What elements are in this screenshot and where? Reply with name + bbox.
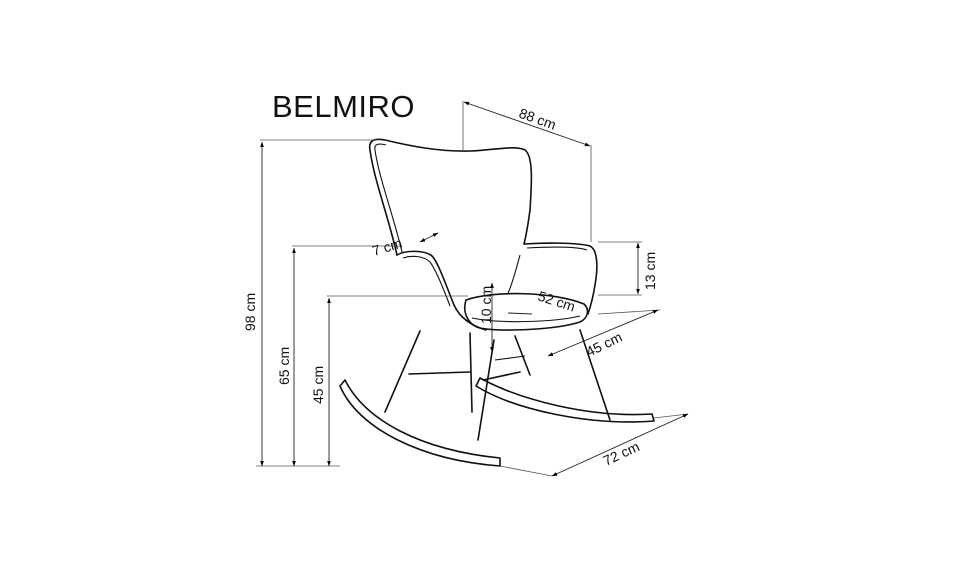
label-seat-thickness: 10 cm: [478, 286, 494, 324]
label-seat-depth: 45 cm: [583, 329, 624, 360]
label-arm-width: 7 cm: [370, 235, 404, 259]
dimension-labels: 88 cm 98 cm 65 cm 45 cm 13 cm 7 cm 52 cm…: [242, 105, 658, 469]
extension-lines: [256, 101, 689, 477]
rocking-chair-drawing: [339, 138, 655, 467]
dim-line-88: [463, 101, 591, 147]
dim-line-72: [551, 413, 689, 477]
chair-left-side-inner: [402, 255, 451, 307]
dimension-lines: [260, 101, 689, 477]
chair-back-outline: [368, 138, 533, 256]
label-width-top: 88 cm: [517, 105, 558, 133]
label-arm-height: 13 cm: [642, 252, 658, 290]
dim-line-45d: [547, 309, 659, 357]
label-depth-base: 72 cm: [601, 438, 642, 469]
product-title: BELMIRO: [272, 89, 415, 124]
chair-rocker-left: [339, 379, 501, 467]
label-height-arm: 65 cm: [276, 347, 292, 385]
label-seat-width: 52 cm: [536, 288, 577, 315]
chair-leg-front-right: [477, 339, 495, 441]
chair-left-side: [396, 250, 487, 331]
chair-leg-front-left: [384, 330, 421, 413]
chair-right-arm-inner: [507, 246, 588, 294]
chair-stretcher-3: [494, 355, 526, 361]
label-height-seat: 45 cm: [310, 366, 326, 404]
chair-rocker-right: [475, 377, 655, 423]
chair-stretcher-1: [408, 371, 471, 375]
dim-line-52: [507, 312, 533, 315]
chair-back-inner: [374, 143, 403, 253]
chair-stretcher-2: [482, 371, 521, 381]
chair-right-arm: [523, 242, 598, 315]
label-height-total: 98 cm: [242, 293, 258, 331]
chair-leg-back-left: [469, 332, 473, 413]
dim-line-7: [419, 232, 439, 243]
